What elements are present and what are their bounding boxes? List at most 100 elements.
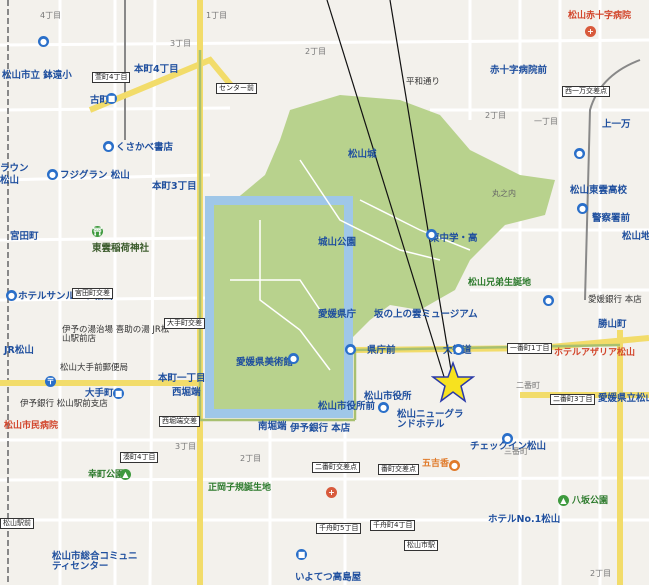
pin-cityhall[interactable]: ●: [378, 402, 389, 413]
box-chifune5: 千舟町5丁目: [316, 523, 362, 534]
label-honmachi-1: 本町一丁目: [158, 373, 206, 384]
chome-label: 4丁目: [40, 11, 62, 20]
pointer-line-right: [389, 0, 453, 377]
label-keisatsusho-mae: 警察署前: [592, 213, 631, 224]
label-saka-no-ue-museum: 坂の上の雲ミュージアム: [374, 309, 478, 320]
label-gokichika: 五吉香: [422, 459, 450, 469]
pin-bus[interactable]: ■: [296, 549, 307, 560]
label-community-center: 松山市総合コミュニティセンター: [52, 551, 138, 572]
chome-label: 3丁目: [170, 39, 192, 48]
chome-label: 2丁目: [305, 47, 327, 56]
pin-checkin[interactable]: ●: [502, 433, 513, 444]
pin-station[interactable]: ■: [106, 93, 117, 104]
box-nibancho-cross: 二番町交差点: [312, 462, 360, 473]
label-saiwaicho-park: 幸町公園: [88, 470, 125, 480]
chome-label: 3丁目: [175, 442, 197, 451]
label-iyobank-honten: 伊予銀行 本店: [290, 423, 351, 434]
label-minami-horibata: 南堀端: [258, 421, 287, 432]
label-miyatacho: 宮田町: [10, 231, 39, 242]
label-matsuyama-left: 松山: [0, 175, 20, 186]
box-matsuyama-eki: 松山駅前: [0, 518, 34, 529]
box-miyatacho: 宮田町交差: [72, 288, 113, 299]
box-otemachi: 大手町交差: [164, 318, 205, 329]
pin-bank[interactable]: ●: [543, 295, 554, 306]
label-shiroyama-park: 城山公園: [318, 237, 357, 248]
tram-route: [198, 50, 621, 422]
pin-hotel[interactable]: ●: [6, 290, 17, 301]
label-hotel-sunroute: ホテルサンルート松山: [18, 291, 114, 302]
pointer-line-left: [326, 0, 446, 381]
box-nibancho3: 二番町3丁目: [550, 394, 596, 405]
label-city-hospital: 松山市民病院: [4, 421, 59, 431]
chome-label: 2丁目: [485, 111, 507, 120]
label-jr-matsuyama: JR松山: [4, 345, 34, 356]
label-shinonome-shrine: 東雲稲荷神社: [92, 243, 150, 254]
box-kayamachi4: 萱町4丁目: [92, 72, 131, 83]
label-new-grand-hotel: 松山ニューグランドホテル: [397, 409, 464, 430]
pin-restaurant[interactable]: ●: [449, 460, 460, 471]
label-shinonome-high: 松山東雲高校: [570, 185, 628, 196]
label-shiki-birthplace: 正岡子規誕生地: [208, 483, 272, 493]
pin-post[interactable]: 〒: [45, 376, 56, 387]
chome-label: 三番町: [504, 447, 528, 456]
pin-yasaka[interactable]: ▲: [558, 495, 569, 506]
label-marunouchi: 丸之内: [492, 189, 516, 198]
label-takashimaya: いよてつ高島屋: [295, 572, 362, 583]
label-kisuke-onsen: 伊予の湯治場 喜助の湯 JR松山駅前店: [62, 325, 170, 344]
pin-lib[interactable]: ●: [574, 148, 585, 159]
pin-shrine[interactable]: ⛩: [92, 226, 103, 237]
pin-school-2[interactable]: ●: [426, 229, 437, 240]
label-honmachi-4: 本町4丁目: [134, 64, 179, 75]
box-minatomachi4: 湊町4丁目: [120, 452, 159, 463]
label-hachien-school: 松山市立 鉢遠小: [2, 70, 72, 81]
label-matsuyama-chiho: 松山地方: [622, 231, 649, 242]
label-otemachi: 大手町: [85, 388, 114, 399]
box-nishiichiman: 西一万交差点: [562, 86, 610, 97]
pin-okaido[interactable]: ●: [453, 344, 464, 355]
label-shiyakusho-mae: 松山市役所前: [318, 401, 376, 412]
label-kusakabe: くさかべ書店: [116, 142, 174, 153]
pin-hospital[interactable]: +: [585, 26, 596, 37]
pin-fujigrand[interactable]: ●: [47, 169, 58, 180]
ninomaru-park: [214, 205, 344, 409]
label-minami-high: 愛媛県立松山南高: [598, 393, 649, 404]
park-paths: [230, 159, 471, 371]
label-higashi-school: 東中学・高: [430, 233, 478, 244]
label-ehime-pref-office: 愛媛県庁: [318, 309, 357, 320]
chome-label: 2丁目: [590, 569, 612, 578]
label-hotel-no1: ホテルNo.1松山: [488, 514, 561, 525]
label-raun: ラウン: [0, 163, 29, 174]
label-akiyama-birthplace: 松山兄弟生誕地: [468, 278, 532, 288]
label-kamiichiman: 上一万: [602, 119, 631, 130]
label-nishi-horibata: 西堀端: [172, 387, 201, 398]
pin-school[interactable]: ●: [38, 36, 49, 47]
label-katsuyamacho: 勝山町: [598, 319, 627, 330]
box-ichibancho1: 一番町1丁目: [507, 343, 553, 354]
pin-police[interactable]: ●: [577, 203, 588, 214]
label-ehime-bank: 愛媛銀行 本店: [588, 295, 642, 305]
box-chifune4: 千舟町4丁目: [370, 520, 416, 531]
label-furumachi: 古町: [90, 95, 110, 106]
pin-museum[interactable]: ●: [288, 353, 299, 364]
label-city-hall: 松山市役所: [364, 391, 412, 402]
label-matsuyama-castle: 松山城: [348, 149, 377, 160]
box-nishihori: 西堀端交差: [159, 416, 200, 427]
pin-hospital-2[interactable]: +: [326, 487, 337, 498]
label-yasaka-park: 八坂公園: [572, 496, 609, 506]
pin-park[interactable]: ▲: [120, 469, 131, 480]
label-checkin-matsuyama: チェックイン松山: [470, 441, 547, 452]
label-honmachi-3: 本町3丁目: [152, 181, 197, 192]
pin-tram[interactable]: ■: [113, 388, 124, 399]
chome-label: 1丁目: [206, 11, 228, 20]
label-heiwa-dori: 平和通り: [406, 77, 441, 87]
pin-kenchomae[interactable]: ●: [345, 344, 356, 355]
star-icon[interactable]: [431, 361, 475, 405]
label-iyobank-ekimae: 伊予銀行 松山駅前支店: [20, 399, 108, 409]
chome-label: 二番町: [516, 381, 540, 390]
pin-bookstore[interactable]: ●: [103, 141, 114, 152]
label-sekijuji-mae: 赤十字病院前: [490, 65, 548, 76]
chome-label: 2丁目: [240, 454, 262, 463]
